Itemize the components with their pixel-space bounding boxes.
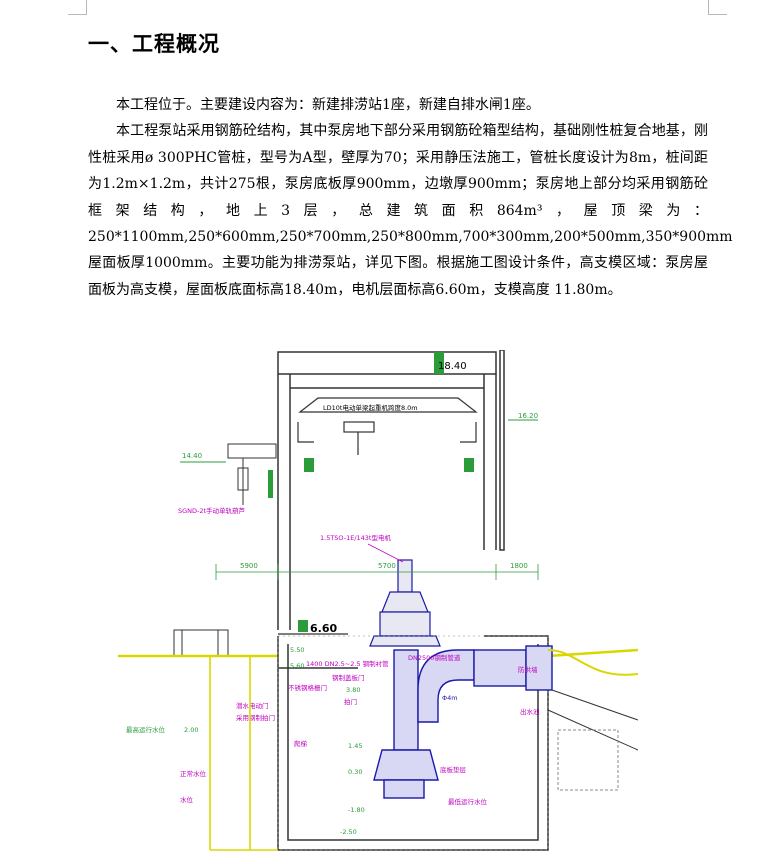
elev-n180: -1.80: [348, 806, 365, 814]
pump-station-section-drawing: 18.40 LD10t电动单梁起重机跨度8.0m 16.20 14.40 SGN…: [118, 350, 638, 851]
elev-030: 0.30: [348, 768, 362, 776]
right-label-2: 出水池: [520, 707, 540, 716]
window-mark-left: [304, 458, 314, 472]
roof-slab: [277, 351, 497, 375]
elev-right-top: 16.20: [518, 412, 538, 420]
window-mark-right: [464, 458, 474, 472]
crane-label: LD10t电动单梁起重机跨度8.0m: [323, 403, 418, 412]
outlet-channel: [547, 689, 638, 791]
handrail: [173, 629, 229, 657]
paragraph-1: 本工程位于。主要建设内容为：新建排涝站1座，新建自排水闸1座。: [116, 97, 540, 113]
right-label-1: 防洪墙: [518, 665, 538, 674]
elev-550: 5.50: [290, 646, 304, 654]
paragraph-2: 本工程泵站采用钢筋砼结构，其中泵房地下部分采用钢筋砼箱型结构，基础刚性桩复合地基…: [88, 123, 733, 298]
elev-380: 3.80: [346, 686, 360, 694]
pipe-label: 1400 DN2.5~2.5 钢制衬管: [306, 659, 389, 668]
margin-mark-top-right: [708, 0, 727, 15]
ladder-label: 爬梯: [294, 739, 308, 748]
min-level: 水位: [180, 795, 194, 804]
dim-left: 5900: [240, 562, 258, 570]
normal-level: 正常水位: [180, 769, 207, 778]
valve-label: 拍门: [344, 697, 357, 706]
dim-mid: 5700: [378, 562, 396, 570]
water-level: 最高运行水位: [126, 725, 166, 734]
hoist-area: [227, 443, 277, 505]
pump-motor: [369, 559, 441, 647]
slide-gate: 潜水电动门: [236, 701, 269, 710]
motor-floor-marker: [298, 620, 308, 632]
bottom-label: 最低运行水位: [448, 797, 488, 806]
elev-n250: -2.50: [340, 828, 357, 836]
section-heading: 一、工程概况: [88, 32, 220, 56]
base-label: 底板垫层: [440, 765, 467, 774]
dimension-line: [215, 564, 539, 580]
superstructure-frame: [277, 350, 505, 630]
elev-roof: 18.40: [438, 361, 467, 372]
outlet-pipe: [373, 645, 553, 799]
roof-elev-marker: [434, 352, 444, 374]
inlet-well: [209, 656, 278, 851]
crane-girder: [297, 397, 478, 455]
steel-door: 钢制盖板门: [332, 673, 365, 682]
elev-left-mid: 14.40: [182, 452, 202, 460]
hoist-label: SGND-2t手动单轨葫芦: [178, 506, 246, 515]
body-text: 本工程位于。主要建设内容为：新建排涝站1座，新建自排水闸1座。 本工程泵站采用钢…: [88, 92, 733, 303]
safety-door: 不锈钢格栅门: [288, 683, 327, 692]
dim-right: 1800: [510, 562, 528, 570]
pump-label: 1.5TSO-1E/143t型电机: [320, 533, 391, 542]
hatch-label: DN2500钢制管道: [408, 653, 461, 662]
elev-motor: 6.60: [310, 622, 337, 635]
margin-mark-top-left: [68, 0, 87, 15]
pipe-support: 采用钢制拍门: [236, 713, 275, 722]
elev-145: 1.45: [348, 742, 362, 750]
pipe-dia: Φ4m: [442, 694, 458, 702]
elev-200: 2.00: [184, 726, 198, 734]
elev-560: 5.60: [290, 662, 304, 670]
